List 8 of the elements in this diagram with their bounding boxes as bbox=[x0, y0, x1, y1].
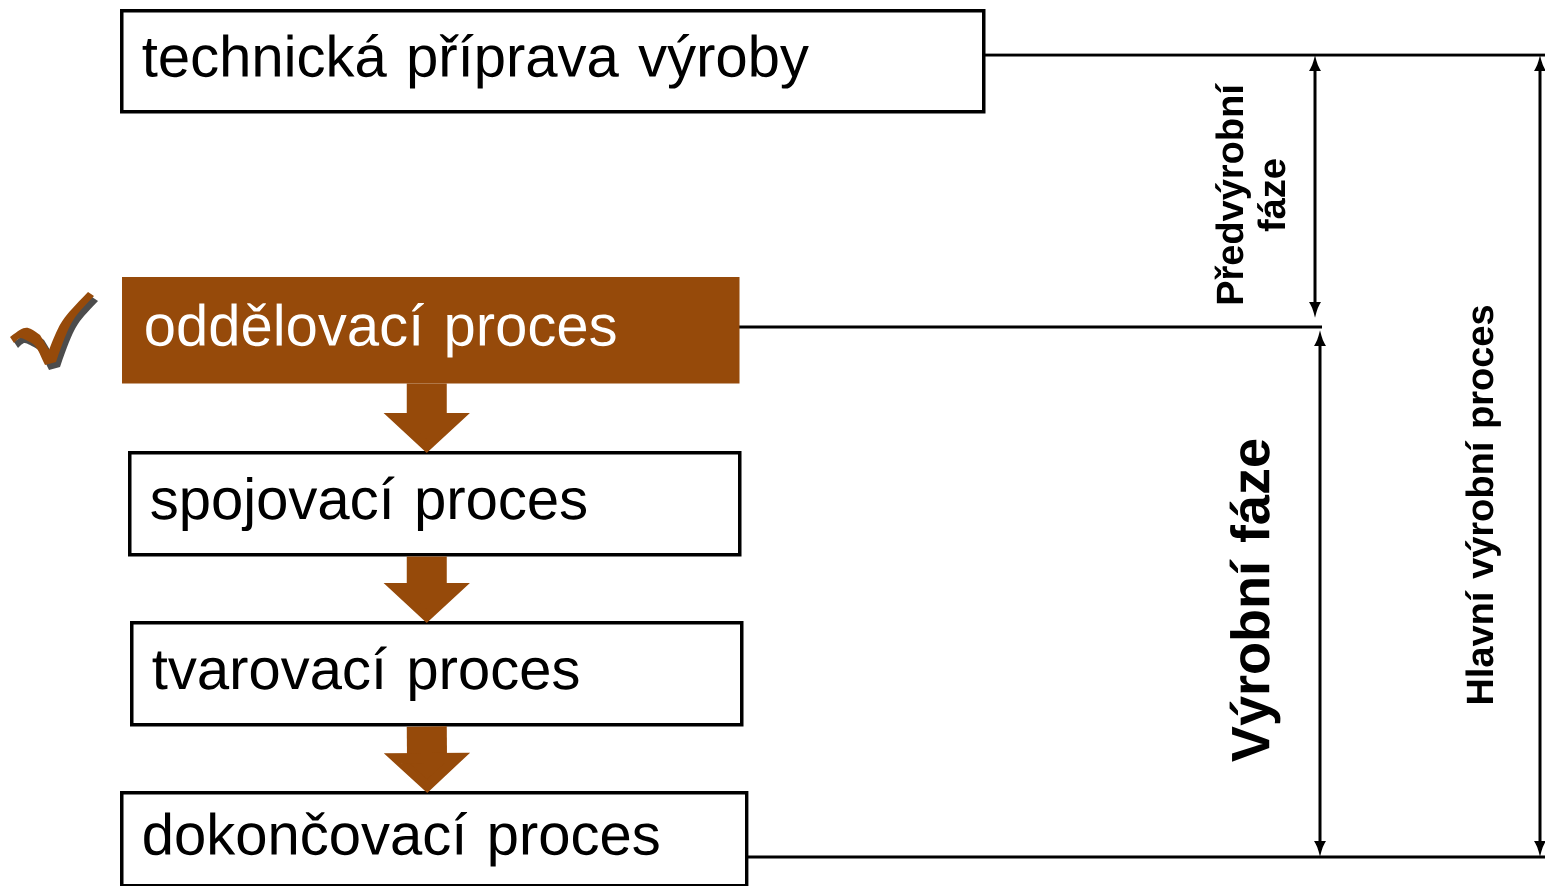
process-box: tvarovací proces bbox=[130, 621, 744, 727]
phase-label: Výrobní fáze bbox=[1229, 439, 1281, 762]
process-box: technická příprava výroby bbox=[120, 9, 986, 114]
process-box: dokončovací proces bbox=[120, 791, 749, 886]
phase-label: Předvýrobní fáze bbox=[1214, 83, 1286, 304]
process-box: spojovací proces bbox=[128, 451, 742, 557]
highlighted-process-box: oddělovací proces bbox=[122, 277, 740, 384]
process-label: Hlavní výrobní proces bbox=[1465, 305, 1501, 704]
